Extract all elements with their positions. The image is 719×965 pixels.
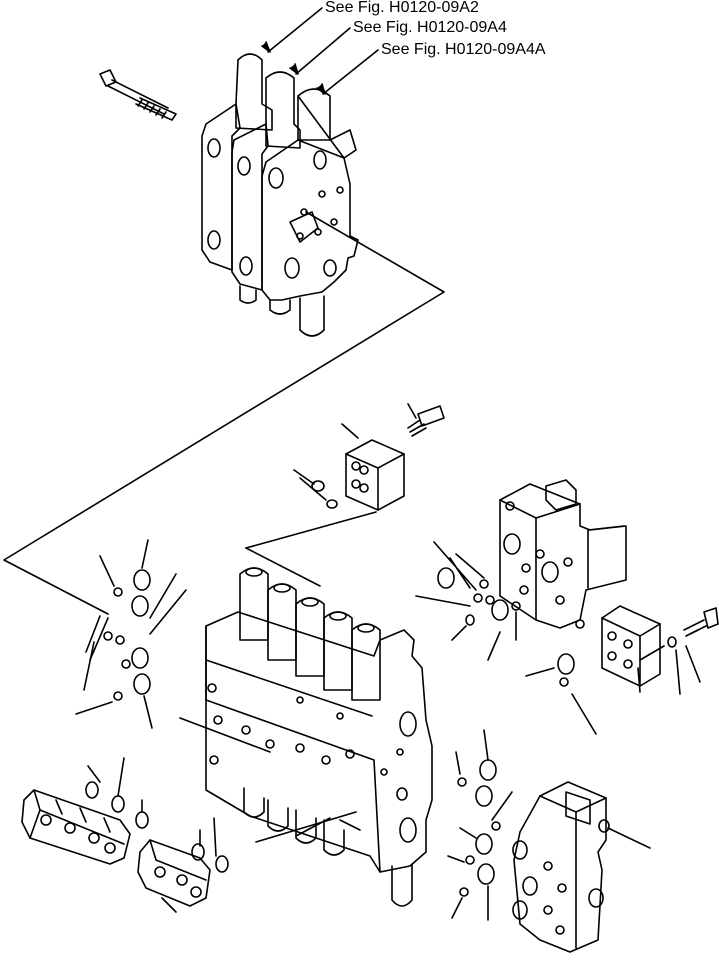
main-valve-body <box>180 568 432 906</box>
reference-leaders <box>262 8 378 94</box>
cover-orings <box>246 470 376 586</box>
misc-leaders <box>296 818 360 836</box>
flange-right <box>138 840 210 912</box>
small-bolt <box>408 404 444 436</box>
long-bolt <box>100 70 176 120</box>
end-cover-valve <box>500 480 626 628</box>
figure-ref-h0120-09a4[interactable]: See Fig. H0120-09A4 <box>353 19 507 36</box>
end-section <box>513 782 650 952</box>
left-orings <box>76 540 186 728</box>
figure-ref-h0120-09a2[interactable]: See Fig. H0120-09A2 <box>325 0 479 16</box>
bottom-orings <box>86 758 228 872</box>
upper-valve-sections <box>202 54 358 336</box>
side-plate <box>602 606 660 686</box>
figure-ref-h0120-09a4a[interactable]: See Fig. H0120-09A4A <box>381 41 546 58</box>
cover-block <box>342 424 404 510</box>
right-orings-middle <box>526 654 596 734</box>
right-orings-upper <box>416 542 520 660</box>
right-orings-lower <box>448 730 512 920</box>
flange-left <box>22 790 130 864</box>
side-bolt-washer <box>638 608 718 694</box>
assembly-line <box>4 212 444 614</box>
